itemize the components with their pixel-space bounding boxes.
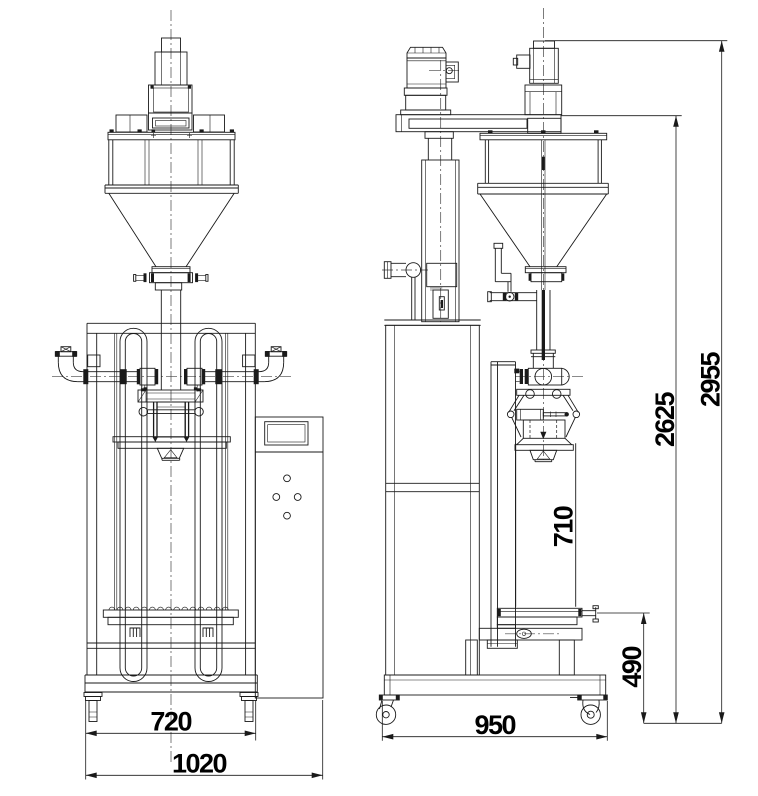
front-lift-tubes [119, 327, 223, 682]
side-bag-clamp [506, 388, 581, 463]
front-bag-clamp [137, 387, 204, 438]
dimension-frame-height: 2625 [561, 115, 682, 724]
elevator-motor [400, 46, 459, 116]
dimension-table-height: 490 [597, 612, 650, 724]
side-base [375, 674, 608, 725]
side-outlet [524, 266, 567, 360]
front-left-foot [83, 692, 103, 722]
front-centerlines [52, 10, 292, 762]
side-body [384, 319, 481, 676]
control-screen [264, 421, 309, 446]
bag-outline: 710 [515, 443, 579, 607]
dimension-side-base-depth: 950 [381, 701, 608, 741]
right-caster [570, 694, 608, 725]
side-hopper [477, 130, 609, 290]
front-outlet-clamp [133, 266, 209, 291]
front-hopper [104, 129, 239, 267]
dim-label-1020: 1020 [172, 749, 227, 779]
dim-label-710: 710 [549, 506, 579, 547]
column-pipe [383, 261, 458, 320]
side-view: 710 [375, 8, 728, 741]
front-right-foot [239, 692, 259, 722]
front-bag-platform [102, 606, 239, 637]
dim-label-720: 720 [150, 707, 191, 737]
front-view: 720 1020 [52, 10, 324, 780]
front-frame [86, 322, 256, 675]
front-left-pipe [54, 346, 159, 392]
bag-rail [490, 361, 516, 647]
front-right-pipe [184, 346, 288, 392]
control-buttons [272, 474, 302, 520]
dim-label-2625: 2625 [650, 391, 680, 447]
cross-beam [395, 114, 562, 134]
side-bag-platform [465, 605, 599, 676]
front-shelf-spout [112, 436, 231, 461]
side-bracket-pipe [487, 242, 537, 303]
dimension-front-overall-width: 1020 [85, 700, 324, 780]
dim-label-950: 950 [475, 710, 516, 740]
left-caster [375, 694, 400, 725]
front-auger-motor [148, 37, 193, 131]
dim-label-490: 490 [617, 647, 647, 688]
front-drop-tube [160, 290, 182, 390]
dim-label-2955: 2955 [696, 351, 726, 407]
side-filling-head [514, 349, 570, 386]
lift-column [421, 131, 460, 323]
dimension-overall-height: 2955 [545, 40, 728, 724]
auger-drive-motor [512, 40, 563, 116]
dimension-front-base-width: 720 [85, 700, 257, 741]
front-base [83, 674, 259, 722]
control-cabinet [254, 416, 324, 699]
